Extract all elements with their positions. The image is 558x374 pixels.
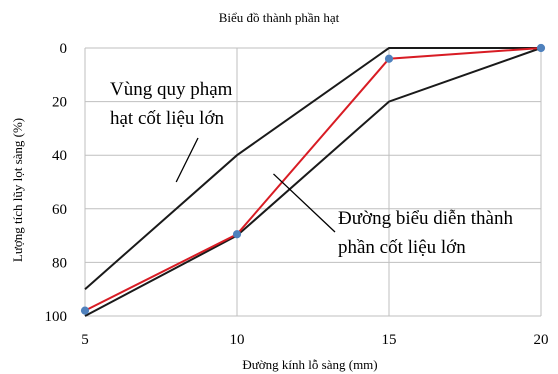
y-tick-label: 40 bbox=[52, 148, 67, 164]
annotation-text: Đường biểu diễn thành bbox=[338, 208, 513, 229]
annotation-text: hạt cốt liệu lớn bbox=[110, 108, 224, 129]
series-group bbox=[80, 43, 546, 317]
x-tick-label: 15 bbox=[382, 332, 397, 348]
series-line-3 bbox=[84, 47, 542, 312]
annotation-pointer bbox=[175, 137, 199, 183]
chart-title: Biểu đồ thành phần hạt bbox=[219, 10, 340, 25]
y-axis-label: Lượng tích lũy lọt sàng (%) bbox=[10, 118, 25, 262]
data-point bbox=[536, 43, 546, 53]
annotation-text: Vùng quy phạm bbox=[110, 79, 233, 100]
series-line-2 bbox=[84, 47, 542, 317]
x-axis-label: Đường kính lỗ sàng (mm) bbox=[242, 357, 377, 372]
data-point bbox=[80, 306, 90, 315]
x-tick-label: 10 bbox=[230, 332, 245, 348]
data-point bbox=[384, 54, 394, 63]
annotation-text: phần cốt liệu lớn bbox=[338, 237, 466, 258]
y-tick-label: 100 bbox=[45, 309, 68, 325]
series-line-1 bbox=[84, 47, 541, 290]
y-tick-label: 20 bbox=[52, 95, 67, 111]
y-tick-label: 80 bbox=[52, 255, 67, 271]
x-tick-label: 20 bbox=[534, 332, 549, 348]
x-tick-label: 5 bbox=[81, 332, 89, 348]
y-tick-labels: 0 20 40 60 80 100 bbox=[45, 41, 68, 325]
x-tick-labels: 5 10 15 20 bbox=[81, 332, 548, 348]
y-tick-label: 60 bbox=[52, 202, 67, 218]
y-tick-label: 0 bbox=[60, 41, 68, 57]
data-point bbox=[232, 230, 242, 239]
annotation-pointer bbox=[273, 173, 336, 233]
